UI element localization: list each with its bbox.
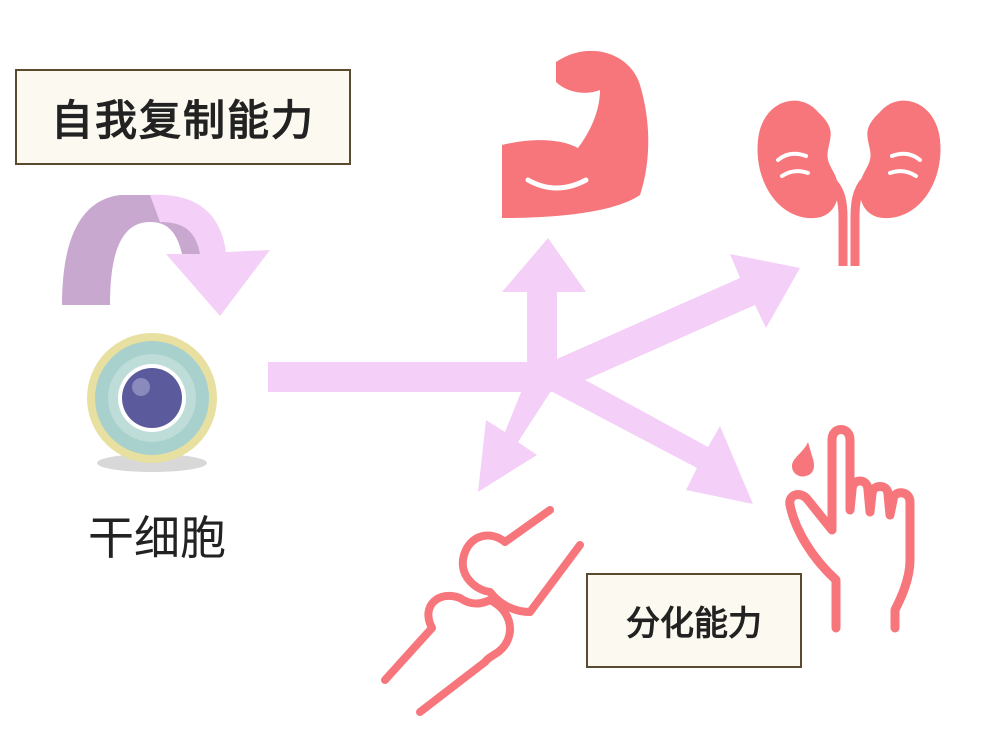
self-renewal-label: 自我复制能力 [50,95,315,145]
arrow-to-joint [478,370,555,492]
differentiation-arrows [268,238,800,504]
arrow-to-kidney [541,254,800,393]
muscle-icon [502,50,649,218]
arrow-to-finger [543,364,753,504]
self-renewal-label-box: 自我复制能力 [15,69,351,165]
main-arrow-shaft [268,362,558,392]
joint-bone-icon [381,506,584,716]
self-renewal-arrow [62,194,270,316]
arrow-to-muscle [502,238,586,380]
kidney-icon [757,100,941,266]
stem-cell-label: 干细胞 [88,511,226,565]
water-drop-icon [792,442,814,477]
differentiation-label: 分化能力 [626,604,762,644]
differentiation-label-box: 分化能力 [586,573,802,668]
stem-cell-icon [87,333,217,472]
finger-icon [785,425,915,633]
